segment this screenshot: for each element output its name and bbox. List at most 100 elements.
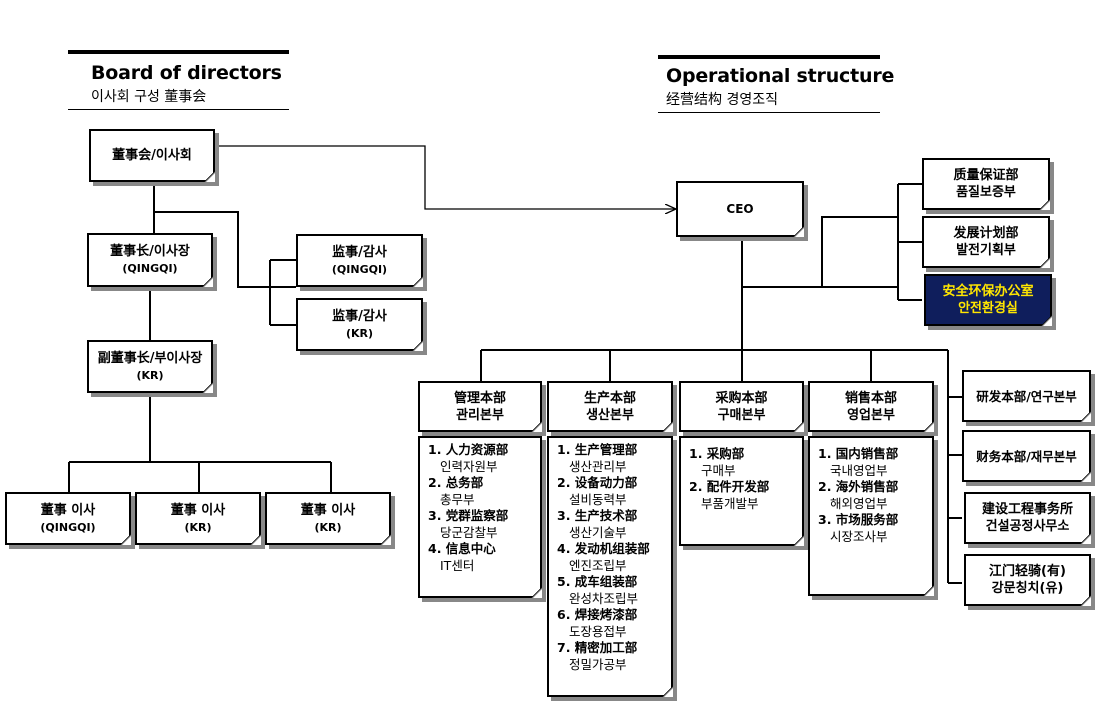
- office-box-planning: 发展计划部 발전기획부: [922, 216, 1050, 268]
- division-list-purchasing: 1. 采购部 구매부 2. 配件开发部 부품개발부: [679, 436, 804, 546]
- list-item-kr: 설비동력부: [569, 491, 627, 507]
- director-label: 董事 이사: [300, 502, 356, 518]
- division-label-cn: 销售本部: [844, 390, 897, 406]
- list-item-cn: 2. 配件开发部: [689, 479, 770, 494]
- list-item-cn: 7. 精密加工部: [557, 640, 638, 655]
- office-box-quality: 质量保证部 품질보증부: [922, 158, 1050, 210]
- unit-label-kr: 강문칭치(유): [991, 581, 1064, 596]
- chairman-box: 董事长/이사장 (QINGQI): [87, 233, 213, 287]
- division-label-cn: 生产本部: [583, 390, 636, 406]
- chairman-label: 董事长/이사장: [110, 244, 190, 259]
- unit-box-construction: 建设工程事务所 건설공정사무소: [964, 492, 1091, 544]
- vice-chairman-affiliation: (KR): [136, 368, 164, 382]
- office-label-kr: 품질보증부: [956, 185, 1016, 200]
- list-item-kr: 당군감찰부: [440, 524, 498, 540]
- line-supervisor-bracket: [269, 259, 296, 326]
- division-list-production: 1. 生产管理部 생산관리부 2. 设备动力部 설비동력부 3. 生产技术部 생…: [547, 436, 673, 697]
- line-board-branch: [154, 211, 296, 288]
- list-item-kr: 정밀가공부: [569, 656, 627, 672]
- director-box-kr-2: 董事 이사 (KR): [265, 492, 391, 545]
- office-label-cn: 质量保证部: [953, 168, 1019, 183]
- unit-box-rnd: 研发本部/연구본부: [962, 370, 1091, 422]
- list-item-kr: 부품개발부: [701, 495, 759, 511]
- division-label-kr: 생산본부: [586, 407, 634, 423]
- director-label: 董事 이사: [170, 502, 226, 518]
- division-box-production: 生产本部 생산본부: [547, 381, 673, 432]
- list-item-cn: 1. 国内销售部: [818, 446, 899, 461]
- list-item-kr: 시장조사부: [830, 528, 888, 544]
- division-label-cn: 管理本部: [453, 390, 506, 406]
- operational-header-title: Operational structure: [666, 65, 895, 87]
- office-box-safety: 安全环保办公室 안전환경실: [924, 274, 1052, 326]
- list-item-kr: IT센터: [440, 557, 475, 573]
- office-label-cn: 安全环保办公室: [942, 284, 1034, 299]
- list-item-kr: 도장용접부: [569, 623, 627, 639]
- division-label-kr: 영업본부: [847, 407, 895, 423]
- list-item-cn: 2. 总务部: [428, 475, 484, 490]
- director-box-kr-1: 董事 이사 (KR): [135, 492, 261, 545]
- office-label-kr: 발전기획부: [956, 243, 1016, 258]
- division-box-purchasing: 采购本部 구매본부: [679, 381, 804, 432]
- supervisor-label: 监事/감사: [332, 308, 387, 324]
- list-item-cn: 2. 设备动力部: [557, 475, 638, 490]
- board-header-subtitle: 이사회 구성 董事会: [91, 89, 207, 105]
- supervisor-box-kr: 监事/감사 (KR): [296, 298, 423, 351]
- list-item-kr: 완성차조립부: [569, 590, 639, 606]
- list-item-kr: 인력자원부: [440, 458, 498, 474]
- list-item-kr: 생산관리부: [569, 458, 627, 474]
- ceo-box: CEO: [676, 181, 804, 237]
- list-item-kr: 총무부: [440, 491, 475, 507]
- list-item-cn: 3. 生产技术部: [557, 508, 638, 523]
- list-item-cn: 3. 党群监察部: [428, 508, 509, 523]
- vice-chairman-box: 副董事长/부이사장 (KR): [87, 340, 213, 393]
- list-item-cn: 5. 成车组装部: [557, 574, 638, 589]
- list-item-kr: 해외영업부: [830, 495, 888, 511]
- list-item-cn: 4. 信息中心: [428, 541, 496, 556]
- supervisor-affiliation: (QINGQI): [331, 262, 388, 276]
- board-header: Board of directors 이사회 구성 董事会: [68, 50, 289, 112]
- unit-box-jiangmen: 江门轻骑(有) 강문칭치(유): [964, 554, 1091, 606]
- list-item-kr: 생산기술부: [569, 524, 627, 540]
- unit-label-kr: 건설공정사무소: [985, 519, 1070, 534]
- board-header-title: Board of directors: [91, 62, 282, 84]
- unit-label: 研发本部/연구본부: [976, 388, 1077, 404]
- vice-chairman-label: 副董事长/부이사장: [97, 350, 203, 366]
- director-affiliation: (KR): [314, 520, 342, 534]
- supervisor-box-qingqi: 监事/감사 (QINGQI): [296, 234, 423, 287]
- division-label-kr: 관리본부: [456, 407, 504, 423]
- division-list-sales: 1. 国内销售部 국내영업부 2. 海外销售部 해외영업부 3. 市场服务部 시…: [808, 436, 934, 596]
- line-vice-to-directors: [68, 393, 332, 492]
- director-box-qingqi: 董事 이사 (QINGQI): [5, 492, 131, 545]
- list-item-cn: 2. 海外销售部: [818, 479, 899, 494]
- division-box-sales: 销售本部 영업본부: [808, 381, 934, 432]
- unit-box-finance: 财务本部/재무본부: [962, 430, 1091, 482]
- operational-header-subtitle: 经营结构 경영조직: [666, 92, 778, 108]
- division-label-kr: 구매본부: [717, 407, 766, 423]
- office-label-cn: 发展计划部: [953, 226, 1019, 241]
- director-affiliation: (QINGQI): [40, 520, 96, 534]
- division-box-management: 管理本部 관리본부: [418, 381, 542, 432]
- ceo-label: CEO: [726, 201, 754, 216]
- unit-label-cn: 建设工程事务所: [981, 502, 1073, 517]
- chairman-affiliation: (QINGQI): [122, 262, 178, 275]
- list-item-cn: 1. 采购部: [689, 446, 745, 461]
- supervisor-label: 监事/감사: [332, 244, 387, 260]
- director-affiliation: (KR): [184, 520, 212, 534]
- line-board-to-ceo-arrow: [216, 145, 676, 209]
- unit-label-cn: 江门轻骑(有): [989, 564, 1066, 579]
- board-of-directors-label: 董事会/이사회: [112, 148, 192, 163]
- director-label: 董事 이사: [40, 502, 96, 518]
- board-of-directors-box: 董事会/이사회: [89, 129, 215, 182]
- list-item-cn: 6. 焊接烤漆部: [557, 607, 638, 622]
- unit-label: 财务本部/재무본부: [976, 448, 1077, 464]
- line-right-bracket: [947, 350, 962, 584]
- list-item-kr: 구매부: [701, 462, 736, 478]
- list-item-kr: 엔진조립부: [569, 557, 627, 573]
- division-list-management: 1. 人力资源部 인력자원부 2. 总务部 총무부 3. 党群监察部 당군감찰부…: [418, 436, 542, 598]
- list-item-cn: 3. 市场服务部: [818, 512, 899, 527]
- office-label-kr: 안전환경실: [958, 301, 1018, 316]
- list-item-cn: 1. 人力资源部: [428, 442, 509, 457]
- division-label-cn: 采购本部: [715, 390, 768, 406]
- operational-header: Operational structure 经营结构 경영조직: [658, 55, 894, 117]
